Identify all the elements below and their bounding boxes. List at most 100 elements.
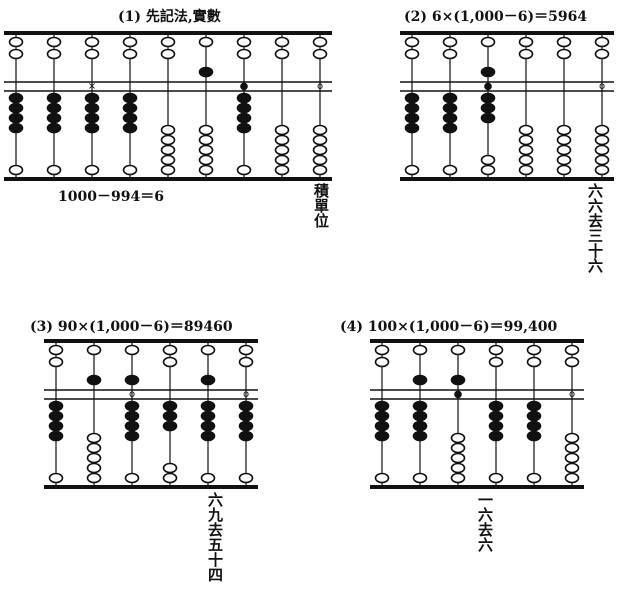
lower-bead	[480, 112, 496, 124]
lower-bead	[238, 400, 254, 412]
lower-bead	[526, 400, 542, 412]
lower-bead	[200, 430, 216, 442]
beam-mark: ●	[454, 389, 463, 400]
lower-bead	[274, 164, 290, 176]
lower-bead	[124, 472, 140, 484]
upper-bead	[312, 36, 328, 48]
upper-bead	[84, 48, 100, 60]
frame-top	[4, 31, 332, 35]
lower-bead	[480, 154, 496, 166]
upper-bead	[236, 36, 252, 48]
lower-bead	[122, 92, 138, 104]
lower-bead	[404, 92, 420, 104]
lower-bead	[594, 124, 610, 136]
lower-bead	[594, 164, 610, 176]
frame-bottom	[4, 177, 332, 181]
upper-bead	[480, 66, 496, 78]
lower-bead	[124, 430, 140, 442]
lower-bead	[488, 420, 504, 432]
upper-bead	[238, 356, 254, 368]
lower-bead	[122, 164, 138, 176]
upper-bead	[404, 36, 420, 48]
lower-bead	[274, 154, 290, 166]
upper-bead	[8, 48, 24, 60]
upper-bead	[274, 48, 290, 60]
frame-top	[400, 31, 614, 35]
lower-bead	[86, 472, 102, 484]
lower-bead	[526, 410, 542, 422]
lower-bead	[312, 154, 328, 166]
lower-bead	[48, 420, 64, 432]
beam-mark: o	[243, 389, 249, 400]
upper-bead	[122, 36, 138, 48]
lower-bead	[236, 92, 252, 104]
beam-mark: o	[599, 81, 605, 92]
lower-bead	[450, 472, 466, 484]
lower-bead	[312, 164, 328, 176]
lower-bead	[160, 144, 176, 156]
lower-bead	[442, 122, 458, 134]
lower-bead	[518, 154, 534, 166]
lower-bead	[86, 452, 102, 464]
upper-bead	[374, 356, 390, 368]
lower-bead	[556, 164, 572, 176]
lower-bead	[564, 462, 580, 474]
frame-bottom	[400, 177, 614, 181]
lower-bead	[274, 144, 290, 156]
upper-bead	[200, 374, 216, 386]
panel-4-title: (4) 100×(1,000－6)＝99,400	[340, 319, 558, 335]
upper-bead	[200, 344, 216, 356]
beam-mark: o	[317, 81, 323, 92]
lower-bead	[312, 124, 328, 136]
upper-bead	[48, 356, 64, 368]
upper-bead	[8, 36, 24, 48]
lower-bead	[160, 134, 176, 146]
upper-bead	[450, 344, 466, 356]
beam-mark: ×	[88, 81, 96, 92]
lower-bead	[480, 92, 496, 104]
lower-bead	[374, 430, 390, 442]
upper-bead	[564, 356, 580, 368]
lower-bead	[48, 472, 64, 484]
lower-bead	[404, 112, 420, 124]
lower-bead	[162, 410, 178, 422]
lower-bead	[518, 144, 534, 156]
upper-bead	[236, 48, 252, 60]
lower-bead	[594, 134, 610, 146]
lower-bead	[412, 420, 428, 432]
upper-bead	[162, 356, 178, 368]
upper-bead	[556, 36, 572, 48]
lower-bead	[236, 112, 252, 124]
lower-bead	[404, 164, 420, 176]
upper-bead	[518, 36, 534, 48]
upper-bead	[526, 356, 542, 368]
lower-bead	[374, 400, 390, 412]
upper-bead	[594, 36, 610, 48]
lower-bead	[450, 462, 466, 474]
upper-bead	[594, 48, 610, 60]
lower-bead	[84, 122, 100, 134]
beam-mark: o	[129, 389, 135, 400]
lower-bead	[450, 432, 466, 444]
lower-bead	[200, 400, 216, 412]
upper-bead	[404, 48, 420, 60]
lower-bead	[238, 430, 254, 442]
lower-bead	[442, 92, 458, 104]
lower-bead	[312, 134, 328, 146]
upper-bead	[526, 344, 542, 356]
lower-bead	[442, 164, 458, 176]
lower-bead	[238, 410, 254, 422]
lower-bead	[8, 92, 24, 104]
lower-bead	[238, 472, 254, 484]
lower-bead	[124, 420, 140, 432]
upper-bead	[412, 344, 428, 356]
frame-bottom	[44, 485, 258, 489]
upper-bead	[518, 48, 534, 60]
lower-bead	[8, 122, 24, 134]
lower-bead	[450, 442, 466, 454]
panel-1-caption: 1000－994＝6	[58, 189, 164, 205]
upper-bead	[162, 344, 178, 356]
lower-bead	[412, 430, 428, 442]
lower-bead	[594, 144, 610, 156]
upper-bead	[480, 36, 496, 48]
